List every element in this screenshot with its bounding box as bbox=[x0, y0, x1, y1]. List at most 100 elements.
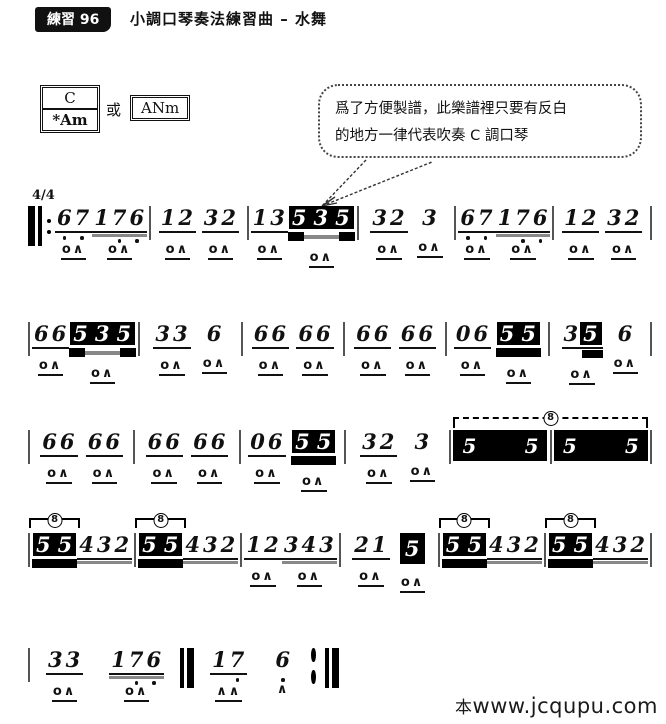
barline bbox=[445, 322, 448, 356]
bubble-text-line2: 的地方一律代表吹奏 C 調口琴 bbox=[335, 127, 529, 144]
barline bbox=[240, 322, 243, 356]
breath-marks: o∧ bbox=[256, 242, 283, 261]
breath-marks: o∧ bbox=[302, 358, 328, 377]
bubble-text-line1: 爲了方便製譜，此樂譜裡只要有反白 bbox=[335, 101, 567, 117]
barline bbox=[356, 206, 359, 240]
chord-am-label: *Am bbox=[43, 108, 97, 130]
breath-marks: o∧ bbox=[106, 242, 133, 261]
barline bbox=[28, 206, 53, 246]
circled-8-icon: 8 bbox=[456, 513, 472, 528]
breath-marks: o∧ bbox=[610, 242, 637, 261]
breath-marks: o∧ bbox=[123, 684, 150, 703]
barline bbox=[343, 430, 346, 464]
watermark-prefix: 本 bbox=[455, 698, 473, 718]
inverted-beam bbox=[495, 348, 541, 358]
time-signature: 4/4 bbox=[32, 188, 55, 203]
breath-marks: ∧∧ bbox=[215, 684, 243, 703]
breath-marks: o∧ bbox=[164, 242, 191, 261]
inverted-beam bbox=[582, 350, 603, 359]
breath-marks: o∧ bbox=[417, 240, 443, 259]
inverted-beam bbox=[291, 456, 337, 466]
repeat-dots bbox=[47, 206, 51, 246]
octave-8-bracket: 8 bbox=[544, 513, 597, 528]
breath-marks: o∧ bbox=[409, 464, 436, 483]
barline bbox=[650, 533, 652, 567]
barline bbox=[240, 533, 243, 567]
inverted-beam bbox=[69, 348, 137, 358]
breath-marks: o∧ bbox=[201, 356, 228, 375]
breath-marks: o∧ bbox=[196, 466, 223, 485]
breath-marks: o∧ bbox=[404, 358, 431, 377]
breath-marks: o∧ bbox=[89, 366, 116, 385]
octave-8-bracket: 8 bbox=[29, 513, 81, 528]
barline bbox=[552, 206, 555, 240]
circled-8-icon: 8 bbox=[563, 513, 578, 528]
barline bbox=[180, 648, 195, 688]
barline bbox=[549, 430, 552, 464]
breath-marks: o∧ bbox=[91, 466, 118, 485]
breath-marks: o∧ bbox=[250, 569, 276, 588]
barline bbox=[547, 322, 550, 356]
breath-marks: o∧ bbox=[399, 575, 426, 594]
barline bbox=[339, 533, 341, 567]
breath-marks: o∧ bbox=[360, 358, 386, 377]
barline bbox=[28, 648, 30, 682]
barline bbox=[246, 206, 249, 240]
watermark: 本www.jcqupu.com bbox=[455, 693, 658, 718]
